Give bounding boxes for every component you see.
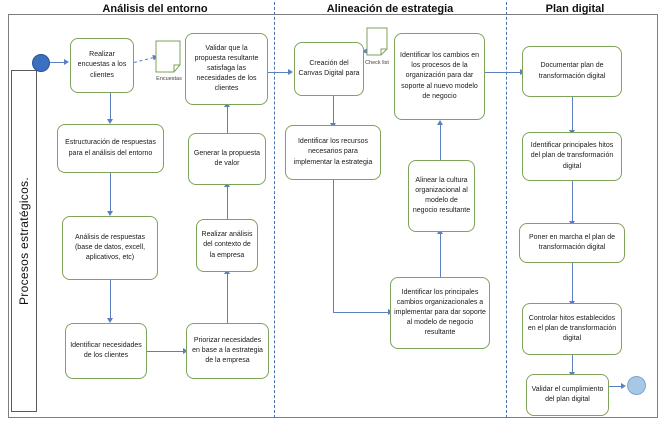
node-identificar-necesidades-de-los-clientes[interactable]: Identificar necesidades de los clientes (65, 323, 147, 379)
arrowhead-n8-to-n9 (288, 69, 293, 75)
lane-label-box: Procesos estratégicos. (11, 70, 37, 412)
node-realizar-encuestas-a-los-clientes[interactable]: Realizar encuestas a los clientes (70, 38, 134, 93)
encuestas-label: Encuestas (156, 76, 182, 82)
connector-n18-to-end (609, 386, 623, 387)
connector-n15-to-n16 (572, 181, 573, 223)
connector-n1-to-n2 (110, 93, 111, 121)
check-list-document-icon (366, 27, 388, 56)
node-documentar-plan-de-transformacion[interactable]: Documentar plan de transformación digita… (522, 46, 622, 97)
connector-n16-to-n17 (572, 263, 573, 303)
diagram-frame (8, 14, 658, 418)
connector-start-to-n1 (50, 62, 64, 63)
encuestas-document-icon (155, 40, 181, 73)
arrowhead-n4-to-n5 (183, 348, 188, 354)
column-title-plan-digital: Plan digital (545, 3, 605, 15)
node-identificar-principales-hitos[interactable]: Identificar principales hitos del plan d… (522, 132, 622, 181)
connector-n10-down (333, 180, 334, 312)
arrowhead-n3-to-n4 (107, 318, 113, 323)
connector-n11-to-n12 (440, 232, 441, 277)
node-identificar-principales-cambios-organizacionales[interactable]: Identificar los principales cambios orga… (390, 277, 490, 349)
check-list-label: Check list (365, 60, 389, 66)
connector-n10-to-n11 (333, 312, 390, 313)
connector-n6-to-n7 (227, 185, 228, 219)
node-validar-el-cumplimiento-del-plan-digital[interactable]: Validar el cumplimiento del plan digital (526, 374, 609, 416)
node-alinear-la-cultura-organizacional[interactable]: Alinear la cultura organizacional al mod… (408, 160, 475, 232)
lane-divider-1 (274, 2, 275, 418)
column-title-alineacion-de-estrategia: Alineación de estrategia (326, 3, 454, 15)
node-identificar-cambios-en-procesos[interactable]: Identificar los cambios en los procesos … (394, 33, 485, 120)
connector-n7-to-n8 (227, 105, 228, 133)
node-estructuracion-de-respuestas[interactable]: Estructuración de respuestas para el aná… (57, 124, 164, 173)
lane-label-text: Procesos estratégicos. (17, 177, 31, 305)
column-title-analisis-del-entorno: Análisis del entorno (102, 3, 208, 15)
arrowhead-n1-to-n2 (107, 119, 113, 124)
arrowhead-n12-to-n13 (437, 120, 443, 125)
node-creacion-del-canvas-digital[interactable]: Creación del Canvas Digital para (294, 42, 364, 96)
arrowhead-n2-to-n3 (107, 211, 113, 216)
node-priorizar-necesidades[interactable]: Priorizar necesidades en base a la estra… (186, 323, 269, 379)
node-poner-en-marcha-el-plan[interactable]: Poner en marcha el plan de transformació… (519, 223, 625, 263)
connector-n4-to-n5 (147, 351, 186, 352)
node-controlar-hitos-establecidos[interactable]: Controlar hitos establecidos en el plan … (522, 303, 622, 355)
node-realizar-analisis-del-contexto[interactable]: Realizar análisis del contexto de la emp… (196, 219, 258, 272)
connector-n9-to-n10 (333, 96, 334, 125)
node-identificar-recursos-necesarios[interactable]: Identificar los recursos necesarios para… (285, 125, 381, 180)
connector-n3-to-n4 (110, 280, 111, 320)
connector-n17-to-n18 (572, 355, 573, 374)
end-marker (627, 376, 646, 395)
node-analisis-de-respuestas[interactable]: Análisis de respuestas (base de datos, e… (62, 216, 158, 280)
connector-n13-to-n14 (485, 72, 522, 73)
node-generar-la-propuesta-de-valor[interactable]: Generar la propuesta de valor (188, 133, 266, 185)
connector-n8-to-n9 (268, 72, 290, 73)
arrowhead-n18-to-end (621, 383, 626, 389)
arrowhead-start-to-n1 (64, 59, 69, 65)
node-validar-propuesta-satisface-necesidades[interactable]: Validar que la propuesta resultante sati… (185, 33, 268, 105)
start-marker (32, 54, 50, 72)
connector-n12-to-n13 (440, 123, 441, 160)
connector-n2-to-n3 (110, 173, 111, 213)
connector-n5-to-n6 (227, 272, 228, 323)
lane-divider-2 (506, 2, 507, 418)
connector-n14-to-n15 (572, 97, 573, 132)
